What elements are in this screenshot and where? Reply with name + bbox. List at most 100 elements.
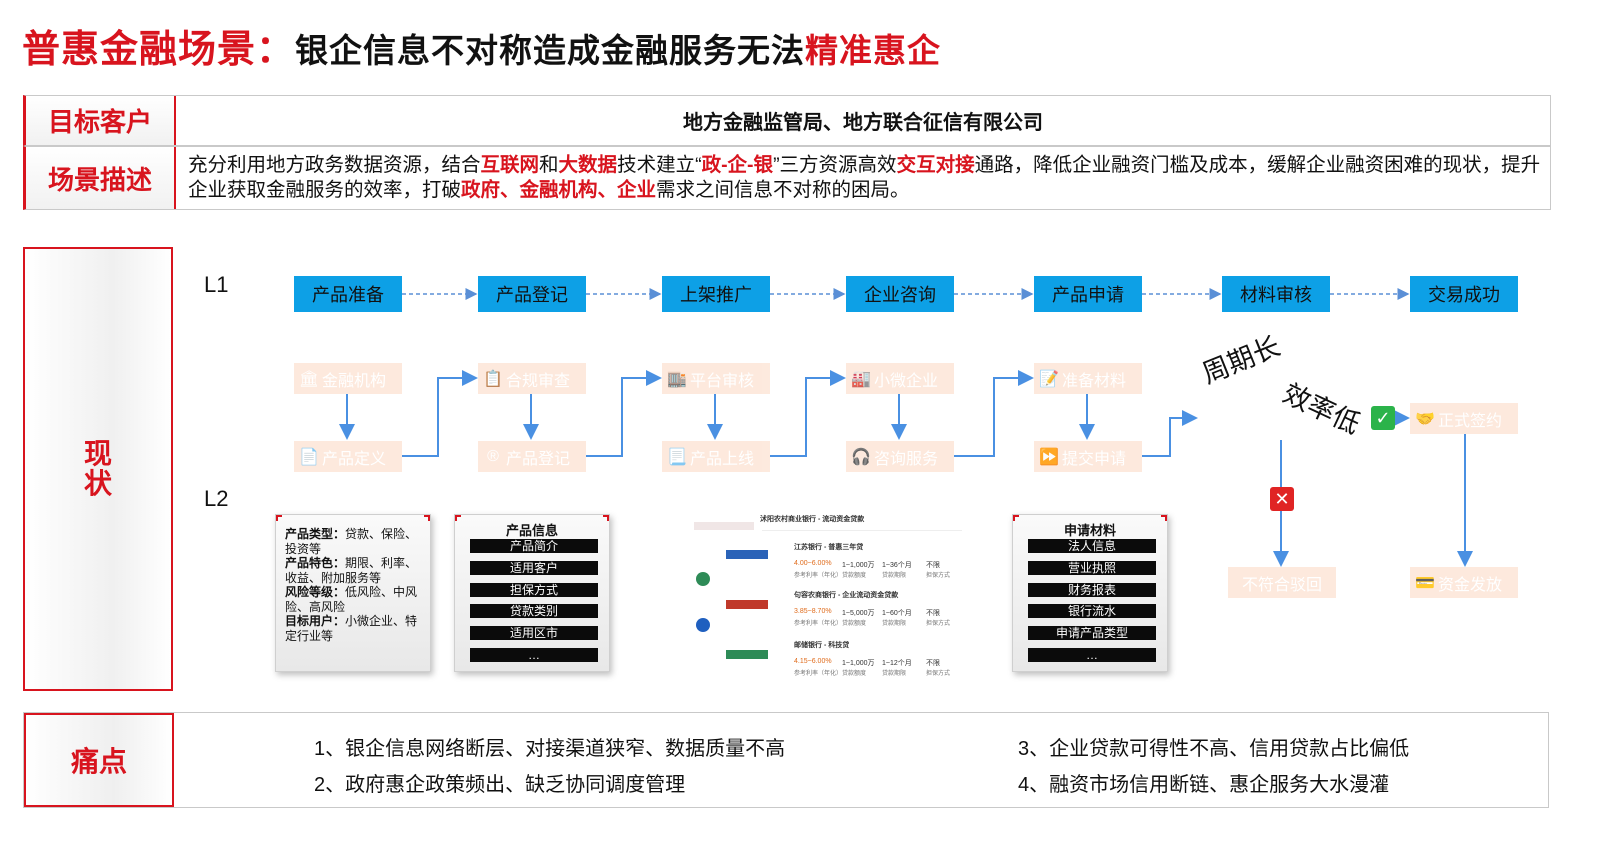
l2-step-label: 金融机构 [322, 367, 386, 391]
bank-rate: 4.00~6.00% [794, 560, 832, 567]
product-info-item: 适用客户 [470, 561, 598, 575]
l2-step-label: 产品定义 [322, 445, 386, 469]
bank-term: 1~36个月 [882, 560, 912, 570]
bank-sub: 参考利率（年化） [794, 570, 842, 579]
bank-sub: 贷款额度 [842, 618, 866, 627]
bank-name: 句容农商银行 - 企业流动资金贷款 [794, 590, 898, 600]
product-attr-key: 产品特色： [285, 556, 345, 570]
product-info-item: … [470, 648, 598, 662]
l2-step: 💳资金发放 [1410, 567, 1518, 598]
l2-step: ®产品登记 [478, 441, 586, 472]
l2-step: 🤝正式签约 [1410, 403, 1518, 434]
bank-sub: 贷款期限 [882, 570, 906, 579]
l2-step-label: 产品上线 [690, 445, 754, 469]
product-attr: 产品类型：贷款、保险、投资等 [285, 527, 421, 556]
product-info-title: 产品信息 [455, 520, 609, 539]
material-item: … [1028, 648, 1156, 662]
l2-step-label: 产品登记 [506, 445, 570, 469]
product-attr: 风险等级：低风险、中风险、高风险 [285, 585, 421, 614]
l2-step-label: 合规审查 [506, 367, 570, 391]
checklist-icon: 📋 [484, 369, 502, 389]
bank-sub: 贷款额度 [842, 570, 866, 579]
clipboard-icon: 📝 [1040, 369, 1058, 389]
support-icon: 🎧 [852, 447, 870, 467]
bank-sub: 贷款额度 [842, 668, 866, 677]
bank-term: 1~12个月 [882, 658, 912, 668]
bank-sub: 贷款期限 [882, 618, 906, 627]
bank-logo [696, 572, 710, 586]
l2-step-label: 资金发放 [1438, 571, 1502, 595]
bank-name: 邮储银行 - 科技贷 [794, 640, 849, 650]
forward-icon: ⏩ [1040, 447, 1058, 467]
bank-logo [696, 618, 710, 632]
list-icon: 📃 [668, 447, 686, 467]
l2-step: 🏛金融机构 [294, 363, 402, 394]
product-info-item: 担保方式 [470, 583, 598, 597]
l2-step-label: 平台审核 [690, 367, 754, 391]
bank-sub: 担保方式 [926, 618, 950, 627]
pain-item: 1、银企信息网络断层、对接渠道狭窄、数据质量不高 [314, 732, 785, 761]
product-info-item: 贷款类别 [470, 604, 598, 618]
l2-step: 📃产品上线 [662, 441, 770, 472]
l2-step: 📝准备材料 [1034, 363, 1142, 394]
materials-title: 申请材料 [1013, 520, 1167, 539]
materials-card: 申请材料 法人信息 营业执照 财务报表 银行流水 申请产品类型 … [1012, 514, 1168, 672]
bank-sub: 贷款期限 [882, 668, 906, 677]
bank-logo [694, 522, 754, 530]
l2-step-label: 小微企业 [874, 367, 938, 391]
bank-list-header: 沭阳农村商业银行 - 流动资金贷款 [760, 514, 864, 524]
l2-step: 📋合规审查 [478, 363, 586, 394]
corner-mark [424, 515, 430, 521]
product-definition-card: 产品类型：贷款、保险、投资等 产品特色：期限、利率、收益、附加服务等 风险等级：… [275, 514, 431, 672]
corner-mark [276, 515, 282, 521]
bank-guarantee: 不限 [926, 608, 940, 618]
handshake-icon: 🤝 [1416, 409, 1434, 429]
bank-sub: 参考利率（年化） [794, 618, 842, 627]
bank-guarantee: 不限 [926, 560, 940, 570]
bank-name: 江苏银行 - 普惠三年贷 [794, 542, 863, 552]
pain-item: 3、企业贷款可得性不高、信用贷款占比偏低 [1018, 732, 1409, 761]
material-item: 法人信息 [1028, 539, 1156, 553]
cross-icon: ✕ [1270, 487, 1294, 511]
product-info-item: 产品简介 [470, 539, 598, 553]
material-item: 银行流水 [1028, 604, 1156, 618]
bank-rate: 3.85~8.70% [794, 608, 832, 615]
l2-step-label: 提交申请 [1062, 445, 1126, 469]
bank-guarantee: 不限 [926, 658, 940, 668]
pain-label: 痛点 [24, 713, 174, 807]
factory-icon: 🏭 [852, 369, 870, 389]
product-attr: 目标用户：小微企业、特定行业等 [285, 614, 421, 643]
l2-step-label: 正式签约 [1438, 407, 1502, 431]
bank-sub: 担保方式 [926, 668, 950, 677]
bank-amount: 1~1,000万 [842, 658, 875, 668]
bank-logo [726, 550, 768, 559]
product-info-item: 适用区市 [470, 626, 598, 640]
divider [762, 530, 962, 531]
l2-step: 🎧咨询服务 [846, 441, 954, 472]
l2-step: 🏭小微企业 [846, 363, 954, 394]
bank-sub: 参考利率（年化） [794, 668, 842, 677]
product-attr-key: 目标用户： [285, 614, 345, 628]
product-attr: 产品特色：期限、利率、收益、附加服务等 [285, 556, 421, 585]
material-item: 营业执照 [1028, 561, 1156, 575]
l2-step: 📄产品定义 [294, 441, 402, 472]
check-icon: ✓ [1371, 406, 1395, 430]
bank-logo [726, 650, 768, 659]
l2-step: 不符合驳回 [1228, 567, 1336, 598]
product-info-card: 产品信息 产品简介 适用客户 担保方式 贷款类别 适用区市 … [454, 514, 610, 672]
pain-item: 2、政府惠企政策频出、缺乏协同调度管理 [314, 768, 685, 797]
bank-term: 1~60个月 [882, 608, 912, 618]
registered-icon: ® [484, 447, 502, 467]
product-definition-list: 产品类型：贷款、保险、投资等 产品特色：期限、利率、收益、附加服务等 风险等级：… [285, 527, 421, 643]
bank-amount: 1~5,000万 [842, 608, 875, 618]
platform-icon: 🏬 [668, 369, 686, 389]
pain-item: 4、融资市场信用断链、惠企服务大水漫灌 [1018, 768, 1389, 797]
product-attr-key: 风险等级： [285, 585, 345, 599]
money-icon: 💳 [1416, 573, 1434, 593]
bank-logo [726, 600, 768, 609]
material-item: 申请产品类型 [1028, 626, 1156, 640]
l2-step-label: 咨询服务 [874, 445, 938, 469]
bank-icon: 🏛 [300, 369, 318, 389]
l2-step-label: 准备材料 [1062, 367, 1126, 391]
material-item: 财务报表 [1028, 583, 1156, 597]
